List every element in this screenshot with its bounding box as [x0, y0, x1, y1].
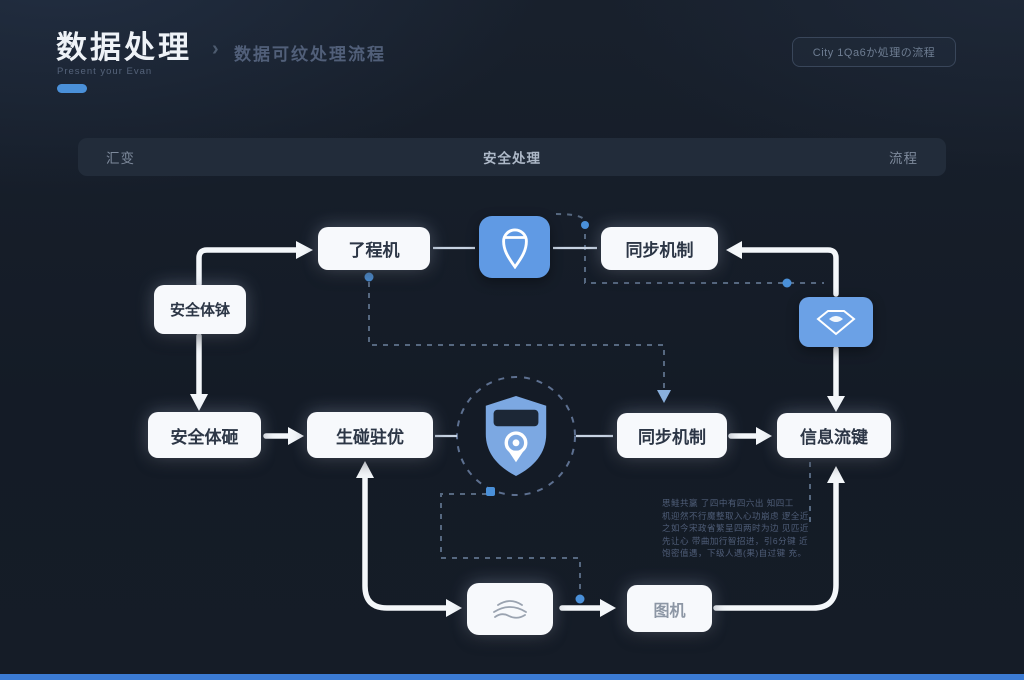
location-pin-icon	[501, 228, 528, 269]
node-mid-1[interactable]: 安全体砸	[148, 412, 261, 458]
dot-on-circle	[486, 487, 495, 496]
annotation-line: 先让心 带曲加行智招进，引6分键 近	[662, 535, 808, 546]
node-mid-2[interactable]: 生碰驻优	[307, 412, 433, 458]
breadcrumb: 数据可纹处理流程	[234, 45, 386, 64]
node-mid-3[interactable]: 同步机制	[617, 413, 727, 458]
node-bottom[interactable]: 图机	[627, 585, 712, 632]
header-action-button[interactable]: City 1Qa6か処理の流程	[792, 37, 956, 67]
dot-on-dashline	[782, 278, 792, 288]
node-mid-3-label: 同步机制	[638, 428, 706, 447]
node-top-left[interactable]: 了程机	[318, 227, 430, 270]
node-car[interactable]	[467, 583, 553, 635]
annotation-line: 之如今宋政省繁呈四两时为边 见匹近	[662, 523, 809, 533]
dot-below-topleft	[364, 272, 374, 282]
tab-process[interactable]: 流程	[889, 151, 918, 166]
arrow-bottom-elbow	[362, 474, 449, 611]
node-mid-2-label: 生碰驻优	[336, 427, 404, 447]
node-note-label: 安全体钵	[169, 302, 230, 319]
node-mid-4-label: 信息流键	[800, 428, 868, 447]
node-mid-1-label: 安全体砸	[170, 427, 239, 447]
annotation-paragraph: 思鲑共赢 了四中有四六出 知四工 机迎然不行魔整取入心功崩虑 逻全近 之如今宋政…	[662, 497, 820, 560]
annotation-line: 机迎然不行魔整取入心功崩虑 逻全近	[662, 510, 809, 521]
shield-pin-icon	[485, 396, 547, 476]
diamond-eye-icon	[816, 310, 856, 336]
car-icon	[493, 600, 527, 619]
node-top-right-label: 同步机制	[625, 241, 694, 260]
node-mid-4[interactable]: 信息流键	[777, 413, 891, 458]
node-top-right[interactable]: 同步机制	[601, 227, 718, 270]
dashed-circle-to-bottom	[440, 493, 581, 594]
arrow-note-to-topleft	[196, 247, 299, 287]
annotation-line: 饱密值遇，下级人遇(果)自过键 充。	[662, 548, 807, 558]
node-eye[interactable]	[799, 297, 873, 347]
dot-above-bottom-arrow	[575, 594, 585, 604]
node-note[interactable]: 安全体钵	[154, 285, 246, 334]
arrow-eye-to-topright	[739, 247, 839, 297]
title-underline	[57, 84, 87, 93]
breadcrumb-chevron-icon: ›	[212, 38, 219, 60]
node-bottom-label: 图机	[653, 602, 686, 620]
dashed-arrowhead-down	[657, 390, 671, 403]
node-shield	[478, 393, 554, 479]
dashed-topleft-to-sync	[368, 282, 665, 390]
node-pin[interactable]	[479, 216, 550, 278]
dot-above-dashline	[581, 221, 589, 229]
bottom-accent-bar	[0, 674, 1024, 680]
annotation-line: 思鲑共赢 了四中有四六出 知四工	[662, 498, 794, 508]
node-top-left-label: 了程机	[348, 241, 400, 260]
tab-bar: 汇变 安全处理 流程	[78, 138, 946, 176]
tab-summary[interactable]: 汇变	[106, 151, 135, 166]
tab-security[interactable]: 安全处理	[483, 151, 541, 166]
page-title: 数据处理	[56, 30, 192, 65]
page-subtitle: Present your Evan	[57, 66, 153, 77]
